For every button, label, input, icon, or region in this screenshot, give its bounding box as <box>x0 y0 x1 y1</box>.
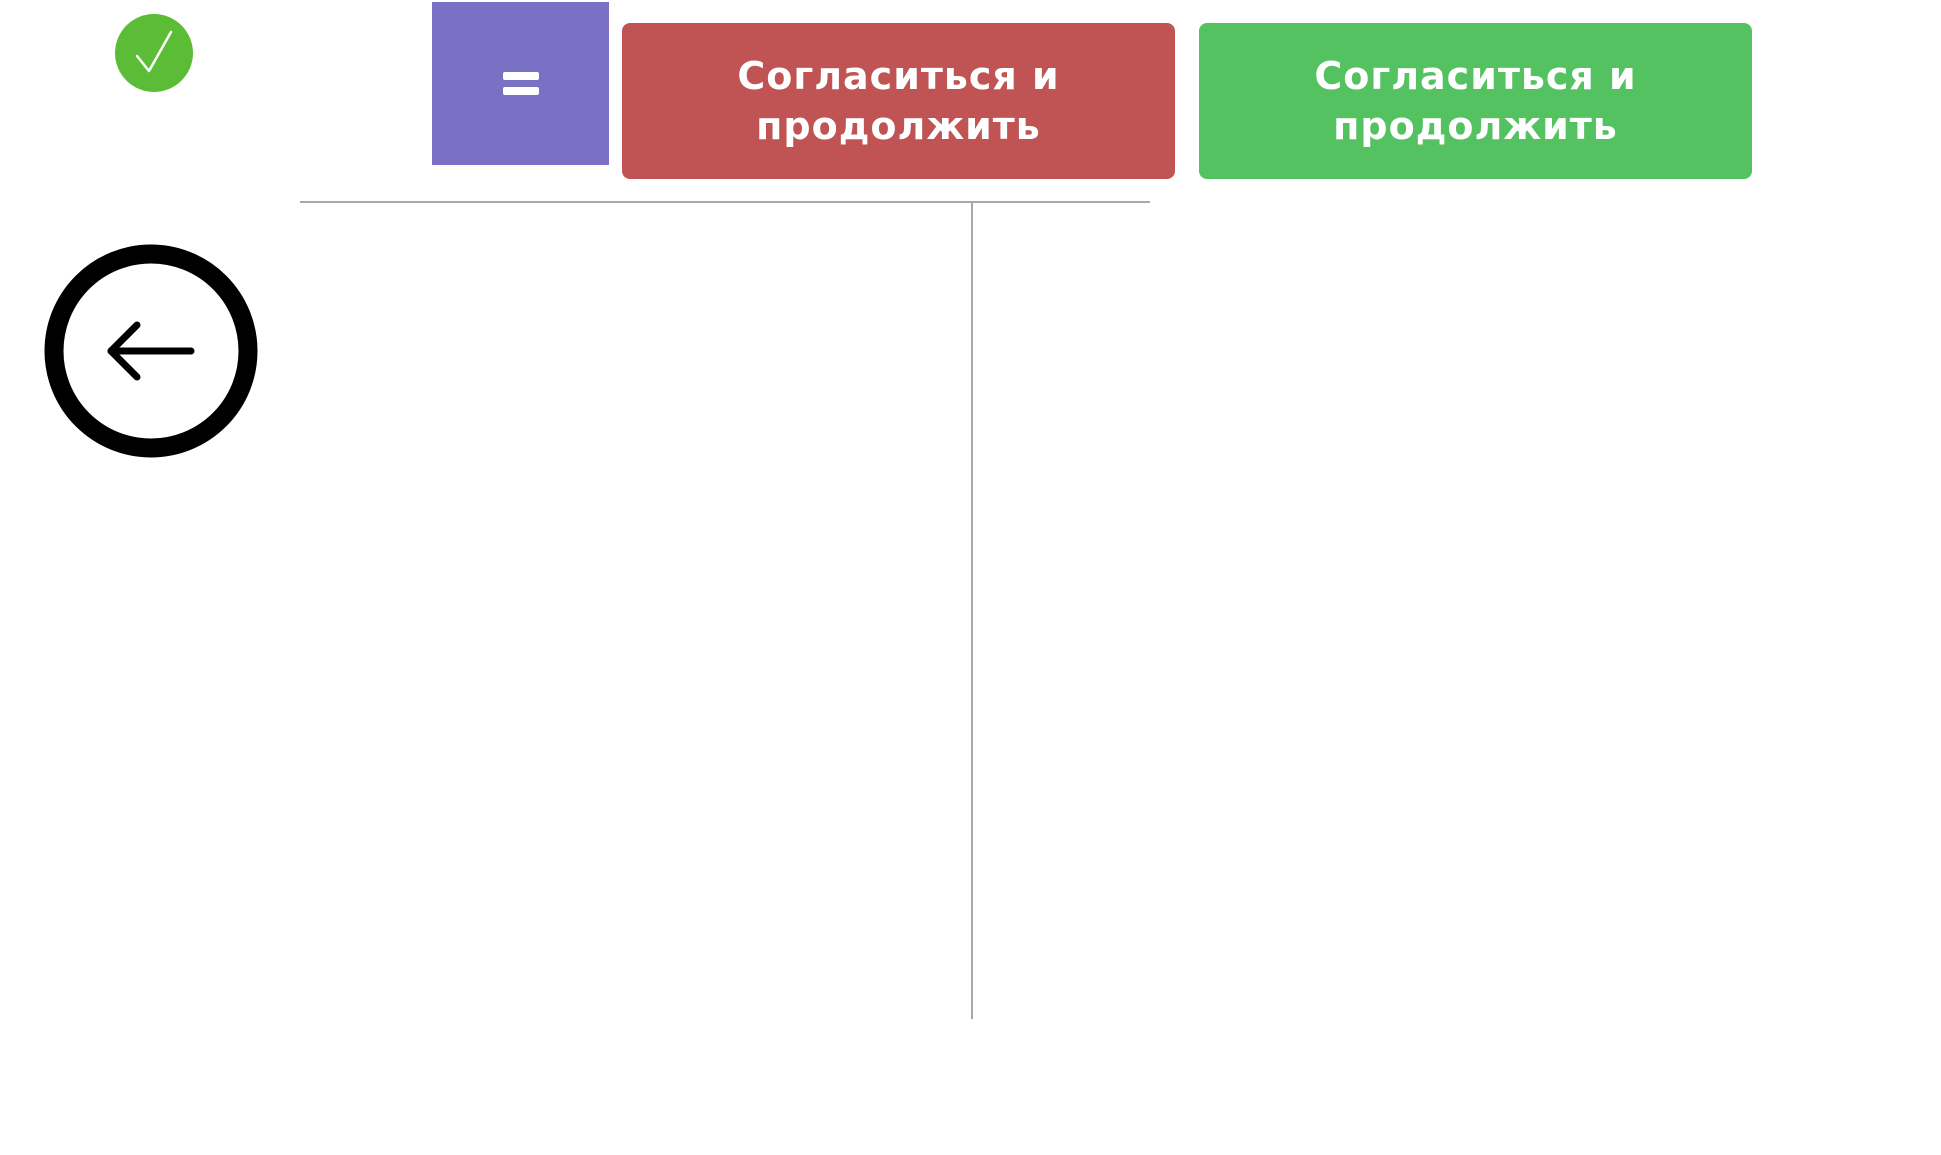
decline-continue-label: Согласиться и продолжить <box>737 51 1059 151</box>
decline-continue-button[interactable]: Согласиться и продолжить <box>622 23 1175 179</box>
accept-label-line2: продолжить <box>1333 104 1618 148</box>
accept-continue-label: Согласиться и продолжить <box>1314 51 1636 151</box>
status-check-badge <box>115 14 193 92</box>
horizontal-divider <box>300 201 1150 203</box>
decline-label-line1: Согласиться и <box>737 54 1060 98</box>
accept-label-line1: Согласиться и <box>1314 54 1637 98</box>
accept-continue-button[interactable]: Согласиться и продолжить <box>1199 23 1752 179</box>
decline-label-line2: продолжить <box>756 104 1041 148</box>
checkmark-icon <box>115 14 193 92</box>
menu-button[interactable] <box>432 2 609 165</box>
back-button[interactable] <box>44 244 258 458</box>
equals-icon <box>501 69 541 99</box>
vertical-divider <box>971 201 973 1019</box>
arrow-left-circle-icon <box>44 244 258 458</box>
